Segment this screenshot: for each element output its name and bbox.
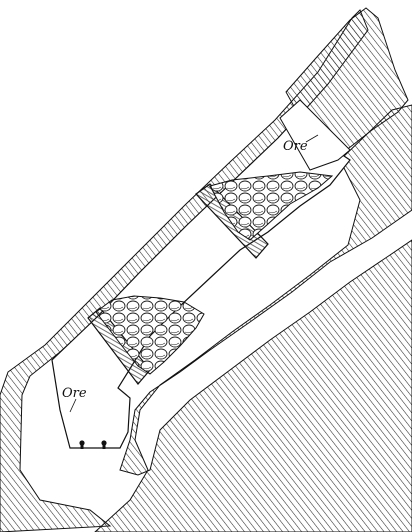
- upper-ore-pile: [209, 171, 334, 241]
- upper-ore-pocket: [279, 99, 351, 171]
- lower-ore-label: Ore: [62, 386, 87, 401]
- rail-icon: [79, 440, 107, 449]
- lower-ore-pile: [95, 295, 205, 375]
- upper-ore-label: Ore: [283, 139, 308, 154]
